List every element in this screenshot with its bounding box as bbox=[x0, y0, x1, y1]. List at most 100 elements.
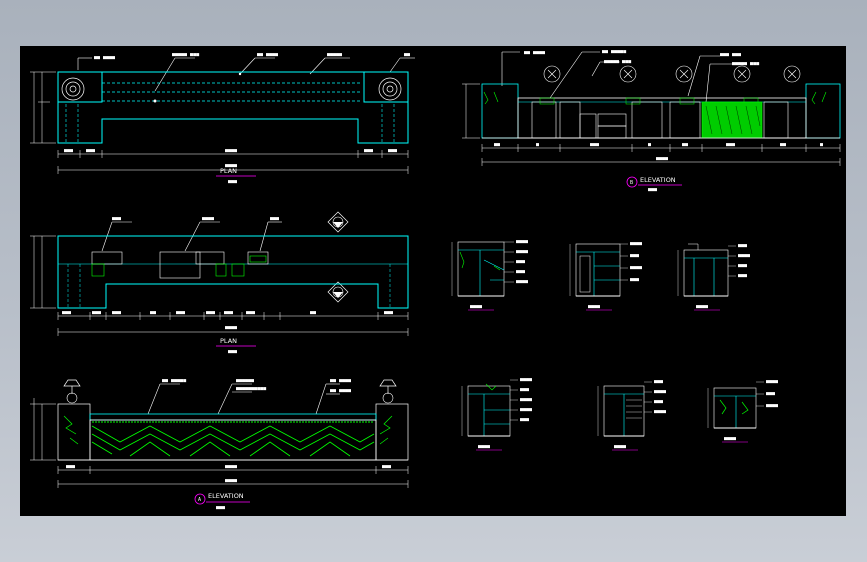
elev-b-title: ELEVATION bbox=[640, 176, 676, 184]
section-6-callout-2: ■■■ bbox=[766, 391, 775, 397]
detail-marker-icon bbox=[194, 493, 206, 505]
plan-dim-2: ■■■ bbox=[86, 148, 95, 154]
section-1-tag: ■■■■ bbox=[470, 304, 482, 310]
chevron-panel bbox=[91, 421, 375, 457]
section-4-callout-4: ■■■■ bbox=[520, 407, 532, 413]
section-detail-5: ■■■ ■■■■ ■■■ ■■■■ ■■■■ bbox=[597, 379, 666, 451]
plan-mid-dim-3: ■■■ bbox=[112, 310, 121, 316]
section-4-tag: ■■■■ bbox=[478, 444, 490, 450]
lamp-icon bbox=[675, 65, 693, 83]
section-6-callout-1: ■■■■ bbox=[766, 379, 778, 385]
lamp-icon bbox=[543, 65, 561, 83]
section-3-callout-1: ■■■ bbox=[738, 243, 747, 249]
plan-mid-label-2: ■■■■ bbox=[202, 216, 214, 222]
plan-mid-view: ■■■ ■■■■ ■■■ bbox=[30, 211, 409, 355]
lamp-icon bbox=[733, 65, 751, 83]
plan-mid-dim-8: ■■■ bbox=[246, 310, 255, 316]
section-5-callout-1: ■■■ bbox=[654, 379, 663, 385]
plan-mid-dim-5: ■■■ bbox=[176, 310, 185, 316]
plan-label-2: ■■■■■ ■■■ bbox=[172, 52, 199, 58]
section-6-callout-3: ■■■■ bbox=[766, 403, 778, 409]
elev-b-label-3: ■■■■■ ■■■ bbox=[604, 59, 631, 65]
section-1-callout-5: ■■■■ bbox=[516, 279, 528, 285]
elev-a-label-1: ■■ ■■■■■ bbox=[162, 378, 186, 384]
elevation-a-view: ■■ ■■■■■ ■■■ ■■■ ■■ ■■■■ ■■■■■■■■■■ ■■ ■■… bbox=[30, 378, 409, 511]
section-1-callout-2: ■■■■ bbox=[516, 249, 528, 255]
elev-b-dim-3: ■■■ bbox=[590, 142, 599, 148]
section-4-callout-1: ■■■■ bbox=[520, 377, 532, 383]
cad-drawing-canvas: ■■ ■■■■ ■■■■■ ■■■ ■■ ■■■■ ■■■■■ ■■ bbox=[20, 46, 846, 516]
plan-dim-total: ■■■■ bbox=[225, 163, 237, 169]
section-4-callout-3: ■■■■ bbox=[520, 397, 532, 403]
plan-mid-dim-4: ■■ bbox=[150, 310, 156, 316]
plan-mid-dim-6: ■■■ bbox=[206, 310, 215, 316]
plan-mid-dim-total: ■■■■ bbox=[225, 325, 237, 331]
section-1-callout-4: ■■■ bbox=[516, 269, 525, 275]
plan-mid-dim-2: ■■■ bbox=[92, 310, 101, 316]
elev-a-dim-3: ■■■ bbox=[382, 464, 391, 470]
rosette-icon bbox=[378, 77, 402, 101]
section-4-callout-5: ■■■ bbox=[520, 417, 529, 423]
plan-mid-subtitle: ■■■ bbox=[228, 349, 237, 355]
elev-b-label-2: ■■ ■■■■■ bbox=[602, 49, 626, 55]
section-detail-1: ■■■■ ■■■■ ■■■ ■■■ ■■■■ ■■■■ bbox=[451, 239, 528, 311]
section-5-callout-4: ■■■■ bbox=[654, 409, 666, 415]
elev-a-dim-total: ■■■■ bbox=[225, 478, 237, 484]
section-5-tag: ■■■■ bbox=[614, 444, 626, 450]
plan-title: PLAN bbox=[220, 167, 237, 175]
elev-b-label-4: ■■■ ■■■ bbox=[720, 52, 741, 58]
plan-mid-title: PLAN bbox=[220, 337, 237, 345]
section-2-callout-3: ■■■■ bbox=[630, 265, 642, 271]
section-5-callout-3: ■■■ bbox=[654, 399, 663, 405]
plan-dim-1: ■■■ bbox=[64, 148, 73, 154]
plan-subtitle: ■■■ bbox=[228, 179, 237, 185]
elev-b-dim-1: ■■ bbox=[494, 142, 500, 148]
elevation-b-view: ■■ ■■■■ ■■ ■■■■■ ■■■■■ ■■■ ■■■ ■■■ ■■■■■… bbox=[462, 49, 841, 193]
section-3-callout-4: ■■■ bbox=[738, 273, 747, 279]
detail-marker-icon bbox=[626, 176, 638, 188]
section-2-callout-4: ■■■ bbox=[630, 277, 639, 283]
section-marker-icon bbox=[327, 211, 349, 233]
elev-a-title: ELEVATION bbox=[208, 492, 244, 500]
lamp-icon bbox=[379, 379, 397, 404]
elev-b-label-5: ■■■■■ ■■■ bbox=[732, 61, 759, 67]
elev-a-label-3: ■■ ■■■■ bbox=[330, 378, 351, 384]
plan-mid-dim-7: ■■■ bbox=[224, 310, 233, 316]
plan-label-1: ■■ ■■■■ bbox=[94, 55, 115, 61]
elev-a-dim-1: ■■■ bbox=[66, 464, 75, 470]
plan-dim-4: ■■■ bbox=[364, 148, 373, 154]
elev-b-dim-8: ■ bbox=[820, 142, 823, 148]
lamp-icon bbox=[783, 65, 801, 83]
section-marker-icon bbox=[327, 281, 349, 303]
plan-label-5: ■■ bbox=[404, 52, 410, 58]
section-2-callout-1: ■■■■ bbox=[630, 241, 642, 247]
section-5-callout-2: ■■■■ bbox=[654, 389, 666, 395]
cad-drawing: ■■ ■■■■ ■■■■■ ■■■ ■■ ■■■■ ■■■■■ ■■ bbox=[30, 49, 841, 511]
elev-a-label-4: ■■■■■■■■■■ bbox=[236, 386, 266, 392]
section-detail-3: ■■■ ■■■■ ■■■ ■■■ ■■■■ bbox=[677, 243, 750, 311]
elev-b-dim-total: ■■■■ bbox=[656, 156, 668, 162]
elev-a-label-5: ■■ ■■■■ bbox=[330, 388, 351, 394]
elev-b-dim-5: ■■ bbox=[682, 142, 688, 148]
elev-b-dim-7: ■■ bbox=[780, 142, 786, 148]
section-detail-2: ■■■■ ■■■ ■■■■ ■■■ ■■■■ bbox=[569, 241, 642, 311]
elev-a-marker: A bbox=[198, 497, 201, 503]
lamp-icon bbox=[619, 65, 637, 83]
plan-dim-3: ■■■■ bbox=[225, 148, 237, 154]
section-2-callout-2: ■■■ bbox=[630, 253, 639, 259]
plan-top-view: ■■ ■■■■ ■■■■■ ■■■ ■■ ■■■■ ■■■■■ ■■ bbox=[30, 52, 415, 185]
section-3-callout-2: ■■■■ bbox=[738, 253, 750, 259]
rosette-icon bbox=[61, 77, 85, 101]
elev-b-dim-6: ■■■ bbox=[726, 142, 735, 148]
plan-dim-5: ■■■ bbox=[388, 148, 397, 154]
elev-b-subtitle: ■■■ bbox=[648, 187, 657, 193]
plan-label-4: ■■■■■ bbox=[327, 52, 342, 58]
section-2-tag: ■■■■ bbox=[588, 304, 600, 310]
section-6-tag: ■■■■ bbox=[724, 436, 736, 442]
plan-mid-dim-10: ■■■ bbox=[384, 310, 393, 316]
plan-mid-outline bbox=[57, 235, 409, 309]
elev-a-subtitle: ■■■ bbox=[216, 505, 225, 511]
section-4-callout-2: ■■■ bbox=[520, 387, 529, 393]
plan-mid-dim-9: ■■ bbox=[310, 310, 316, 316]
section-1-callout-3: ■■■ bbox=[516, 259, 525, 265]
